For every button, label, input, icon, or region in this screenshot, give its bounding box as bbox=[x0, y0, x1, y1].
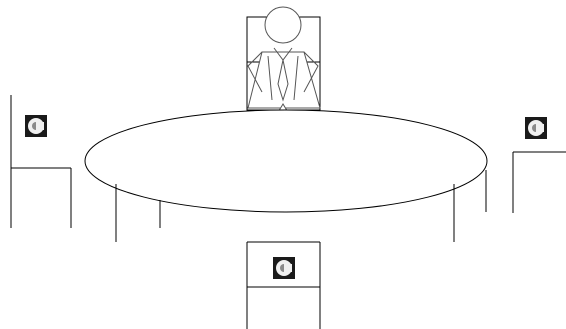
person-icon bbox=[248, 7, 320, 122]
seat-button-right[interactable] bbox=[525, 117, 547, 139]
seat-button-icon bbox=[273, 257, 295, 279]
seat-button-bottom[interactable] bbox=[273, 257, 295, 279]
right-chair-icon bbox=[513, 152, 566, 213]
seat-button-left[interactable] bbox=[25, 115, 47, 137]
seat-button-icon bbox=[525, 117, 547, 139]
bottom-chair-icon bbox=[247, 242, 320, 329]
seat-button-icon bbox=[25, 115, 47, 137]
table-icon bbox=[85, 110, 487, 242]
